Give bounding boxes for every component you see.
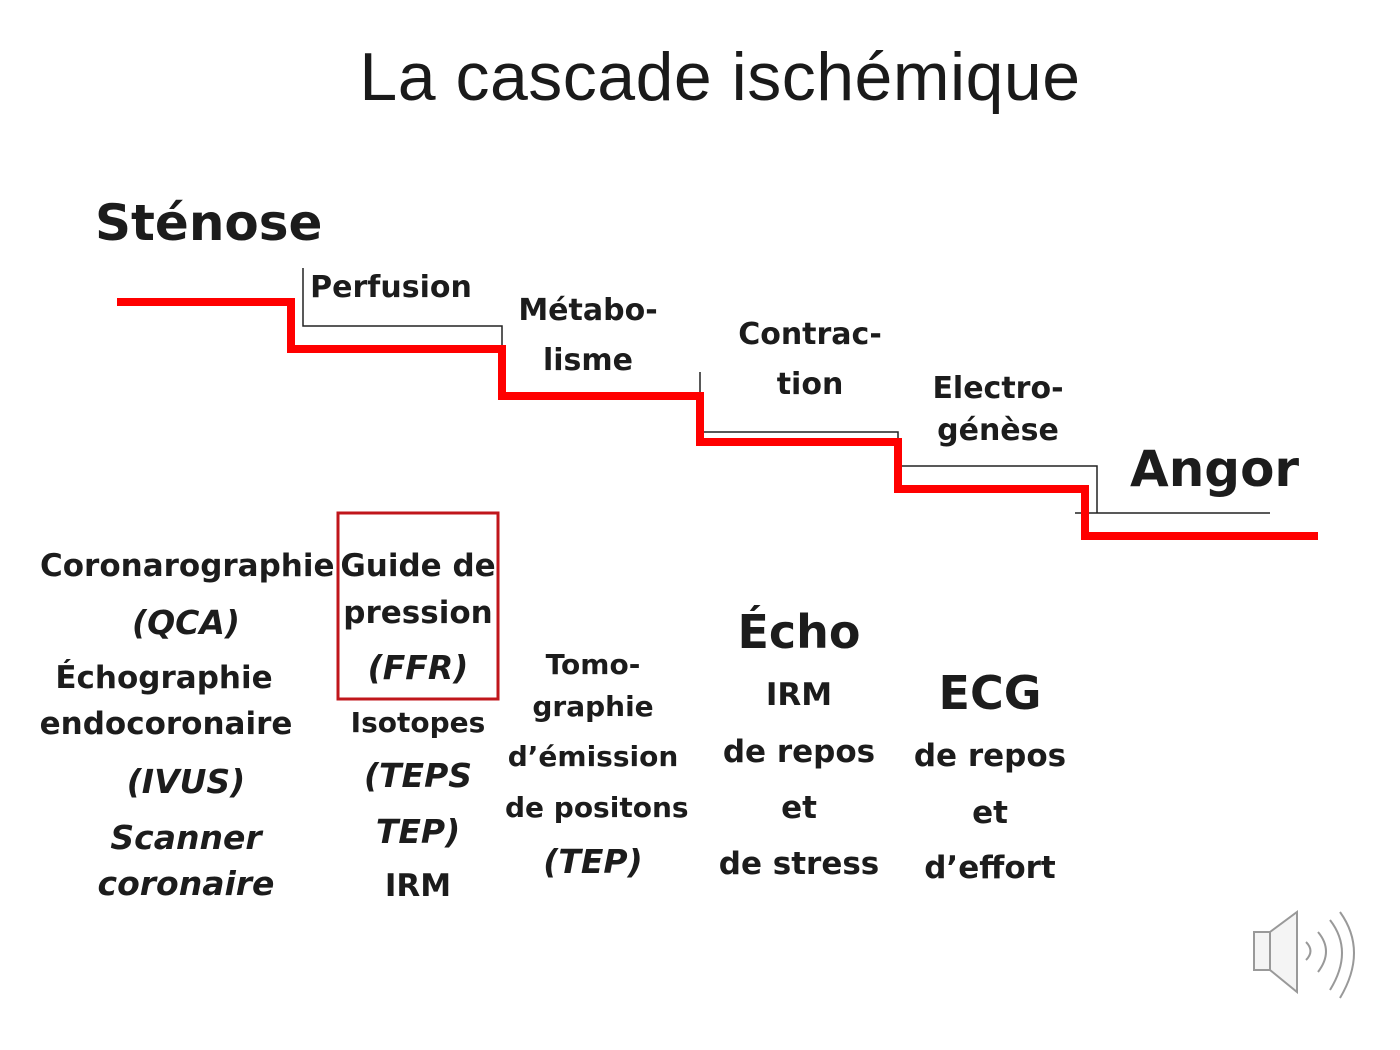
col3-line: Tomo- [545, 648, 641, 681]
col4-line: de stress [718, 846, 880, 882]
angor-label: Angor [1130, 440, 1300, 498]
column-perfusion-tests: Guide de pression (FFR) Isotopes (TEPS T… [338, 0, 498, 1050]
column-contraction-tests: Écho IRM de repos et de stress [715, 0, 883, 1050]
column-anatomical-imaging: Coronarographie (QCA) Échographie endoco… [40, 0, 335, 1050]
col3-line: (TEP) [543, 842, 643, 881]
col2-line: IRM [384, 868, 452, 904]
ffr-highlight-box [336, 511, 500, 701]
col1-line: coronaire [97, 864, 275, 903]
col2-box-line: pression [343, 595, 493, 631]
col4-line: Écho [737, 605, 861, 659]
step-perfusion: Perfusion [310, 270, 472, 305]
col2-line: (TEPS [363, 756, 473, 795]
col3-line: graphie [532, 690, 654, 723]
step-metabolisme-line2: lisme [542, 343, 634, 378]
col1-line: Coronarographie [40, 548, 335, 584]
column-metabolism-tests: Tomo- graphie d’émission de positons (TE… [505, 0, 689, 1050]
col2-line: TEP) [375, 812, 461, 851]
step-contraction-line1: Contrac- [738, 317, 882, 352]
col2-box-line: Guide de [340, 548, 496, 584]
col3-line: de positons [505, 791, 689, 824]
col4-line: IRM [765, 677, 833, 713]
col5-line: et [972, 795, 1008, 831]
column-ecg-tests: ECG de repos et d’effort [905, 0, 1075, 1050]
col1-line: Scanner [110, 818, 262, 857]
speaker-icon[interactable] [1253, 910, 1355, 999]
col1-line: (IVUS) [126, 762, 246, 801]
step-contraction: Contrac- tion [730, 310, 890, 410]
step-electrogenese-line2: génèse [937, 413, 1059, 448]
col4-line: de repos [722, 734, 876, 770]
step-electrogenese: Electro- génèse [918, 368, 1078, 452]
step-metabolisme-line1: Métabo- [518, 293, 658, 328]
col1-line: (QCA) [132, 603, 240, 642]
col1-line: endocoronaire [39, 706, 293, 742]
step-electrogenese-line1: Electro- [932, 371, 1064, 406]
cascade-staircase-line [117, 298, 1318, 540]
bracket-perfusion [302, 268, 503, 345]
col5-line: d’effort [924, 850, 1056, 886]
col5-line: de repos [913, 738, 1067, 774]
col1-line: Échographie [55, 660, 273, 696]
step-contraction-line2: tion [776, 367, 844, 402]
slide-title: La cascade ischémique [359, 39, 1081, 115]
col3-line: d’émission [507, 740, 679, 773]
col4-line: et [781, 790, 817, 826]
col2-line: Isotopes [350, 706, 486, 739]
col2-box-line: (FFR) [367, 648, 469, 687]
col5-line: ECG [938, 666, 1042, 720]
stenose-label: Sténose [95, 194, 323, 252]
step-metabolisme: Métabo- lisme [508, 286, 668, 386]
